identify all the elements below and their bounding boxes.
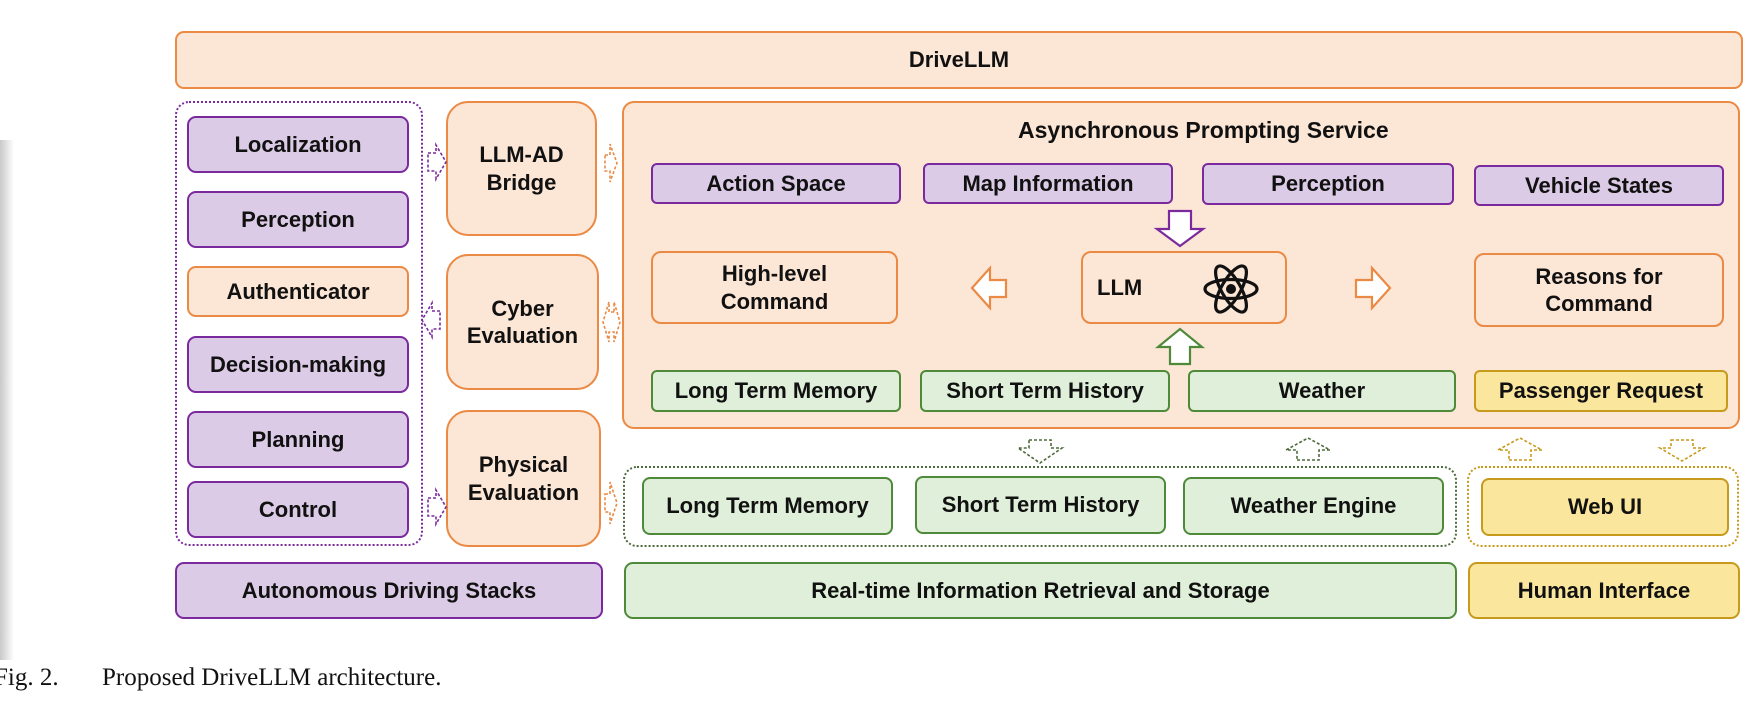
arrow-llm-to-reasons [1354, 265, 1392, 311]
input-vehicle-states: Vehicle States [1474, 165, 1724, 206]
physical-evaluation: Physical Evaluation [446, 410, 601, 547]
llm-box: LLM [1081, 251, 1287, 324]
autonomous-stack-group [175, 101, 423, 546]
cyber-evaluation: Cyber Evaluation [446, 254, 599, 390]
arrow-stack-to-bridge-bottom [427, 487, 447, 527]
stack-authenticator: Authenticator [187, 266, 409, 317]
context-long-term-memory: Long Term Memory [651, 370, 901, 412]
arrow-bridge-to-stack-mid [421, 300, 441, 340]
caption-text: Proposed DriveLLM architecture. [102, 664, 442, 691]
context-weather: Weather [1188, 370, 1456, 412]
atom-icon [1201, 259, 1261, 326]
input-action-space: Action Space [651, 163, 901, 204]
human-interface-label: Human Interface [1468, 562, 1740, 619]
arrow-bridge-to-aps-top [604, 143, 618, 183]
reasons-for-command: Reasons for Command [1474, 253, 1724, 327]
retrieval-short-term-history: Short Term History [915, 476, 1166, 534]
arrow-inputs-to-llm [1153, 209, 1207, 248]
retrieval-long-term-memory: Long Term Memory [642, 477, 893, 535]
stack-localization: Localization [187, 116, 409, 173]
stack-decision-making: Decision-making [187, 336, 409, 393]
context-short-term-history: Short Term History [920, 370, 1170, 412]
arrow-stack-to-bridge-top [427, 142, 447, 182]
stack-perception: Perception [187, 191, 409, 248]
retrieval-group [623, 466, 1457, 547]
input-map-information: Map Information [923, 163, 1173, 204]
retrieval-label: Real-time Information Retrieval and Stor… [624, 562, 1457, 619]
llm-ad-bridge: LLM-AD Bridge [446, 101, 597, 236]
arrow-retrieval-to-aps [1285, 437, 1331, 461]
input-perception: Perception [1202, 163, 1454, 205]
arrow-webui-to-aps [1497, 437, 1543, 461]
arrow-llm-to-high-level [970, 265, 1008, 311]
caption-label: Fig. 2. [0, 664, 59, 691]
drivellm-title: DriveLLM [175, 31, 1743, 89]
stack-planning: Planning [187, 411, 409, 468]
high-level-command: High-level Command [651, 251, 898, 324]
context-passenger-request: Passenger Request [1474, 370, 1728, 412]
aps-title: Asynchronous Prompting Service [1018, 117, 1389, 143]
arrow-bridge-to-aps-bottom [604, 481, 618, 525]
stack-control: Control [187, 481, 409, 538]
arrow-context-to-llm [1154, 327, 1206, 366]
human-interface-group [1467, 466, 1739, 547]
web-ui: Web UI [1481, 478, 1729, 536]
autonomous-stack-label: Autonomous Driving Stacks [175, 562, 603, 619]
llm-label: LLM [1097, 274, 1143, 300]
arrow-aps-to-retrieval [1015, 439, 1065, 464]
arrow-aps-to-webui [1657, 439, 1707, 462]
retrieval-weather-engine: Weather Engine [1183, 477, 1444, 535]
arrow-aps-bridge-double [602, 301, 621, 343]
page-edge-shadow [0, 140, 14, 660]
